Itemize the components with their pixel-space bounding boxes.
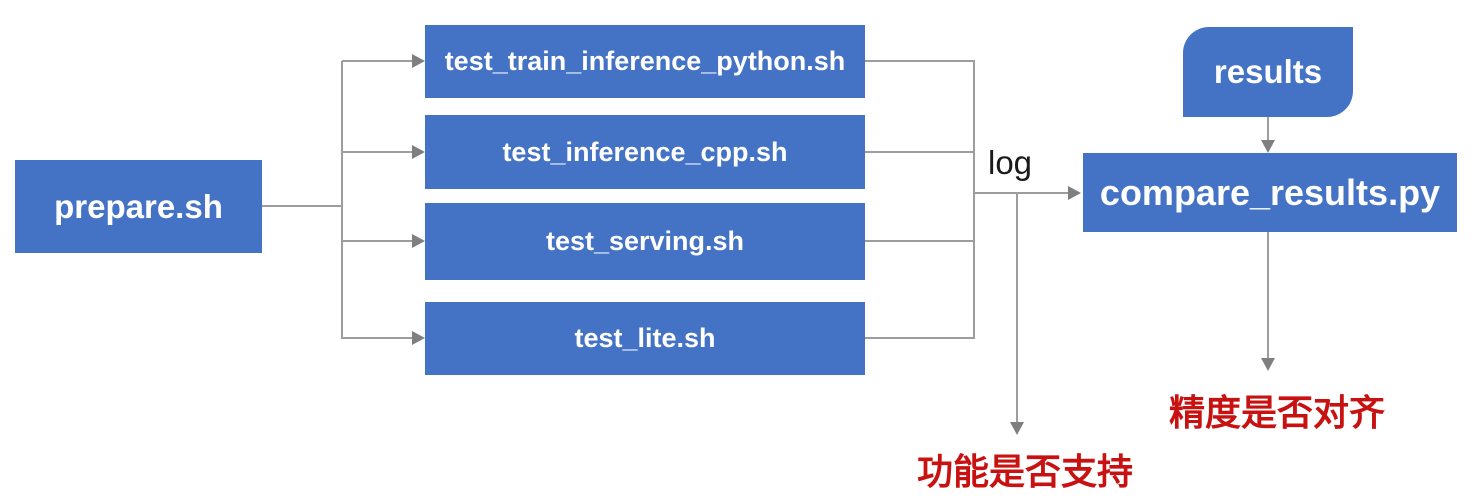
connector-from-test1 (865, 60, 975, 62)
node-test-inference-cpp-label: test_inference_cpp.sh (502, 136, 788, 167)
connector-from-test4 (865, 337, 975, 339)
connector-compare-down (1267, 232, 1269, 359)
connector-right-vertical (973, 60, 975, 339)
annotation-function-support: 功能是否支持 (916, 451, 1134, 492)
node-test-serving: test_serving.sh (425, 203, 865, 280)
node-compare-results-py: compare_results.py (1083, 153, 1457, 232)
arrowhead-right-test3-icon (412, 234, 425, 248)
connector-log-down (1016, 193, 1018, 422)
arrowhead-right-compare-icon (1068, 186, 1081, 200)
connector-from-test3 (865, 240, 975, 242)
node-prepare-sh-label: prepare.sh (54, 187, 223, 225)
node-test-train-inference-python-label: test_train_inference_python.sh (444, 46, 846, 76)
arrowhead-right-test4-icon (412, 331, 425, 345)
connector-from-test2 (865, 151, 975, 153)
arrowhead-down-function-icon (1010, 422, 1024, 435)
node-prepare-sh: prepare.sh (15, 160, 262, 253)
connector-log-to-compare (973, 192, 1068, 194)
connector-left-vertical (341, 61, 343, 339)
connector-to-test1 (342, 60, 412, 62)
node-test-serving-label: test_serving.sh (545, 226, 745, 256)
arrowhead-right-test1-icon (412, 54, 425, 68)
connector-results-to-compare (1267, 117, 1269, 141)
arrowhead-right-test2-icon (412, 145, 425, 159)
node-test-lite-label: test_lite.sh (574, 323, 716, 353)
arrowhead-down-precision-icon (1261, 358, 1275, 371)
node-compare-results-py-label: compare_results.py (1099, 171, 1441, 213)
connector-to-test4 (342, 337, 412, 339)
node-test-inference-cpp: test_inference_cpp.sh (425, 115, 865, 189)
connector-prepare-trunk (262, 205, 342, 207)
node-results: results (1183, 27, 1353, 117)
arrowhead-down-compare-icon (1261, 140, 1275, 153)
annotation-precision-aligned: 精度是否对齐 (1168, 392, 1386, 433)
connector-to-test2 (342, 151, 412, 153)
node-test-train-inference-python: test_train_inference_python.sh (425, 25, 865, 98)
node-test-lite: test_lite.sh (425, 302, 865, 375)
edge-label-log: log (988, 144, 1033, 181)
node-results-label: results (1213, 53, 1323, 90)
connector-to-test3 (342, 240, 412, 242)
